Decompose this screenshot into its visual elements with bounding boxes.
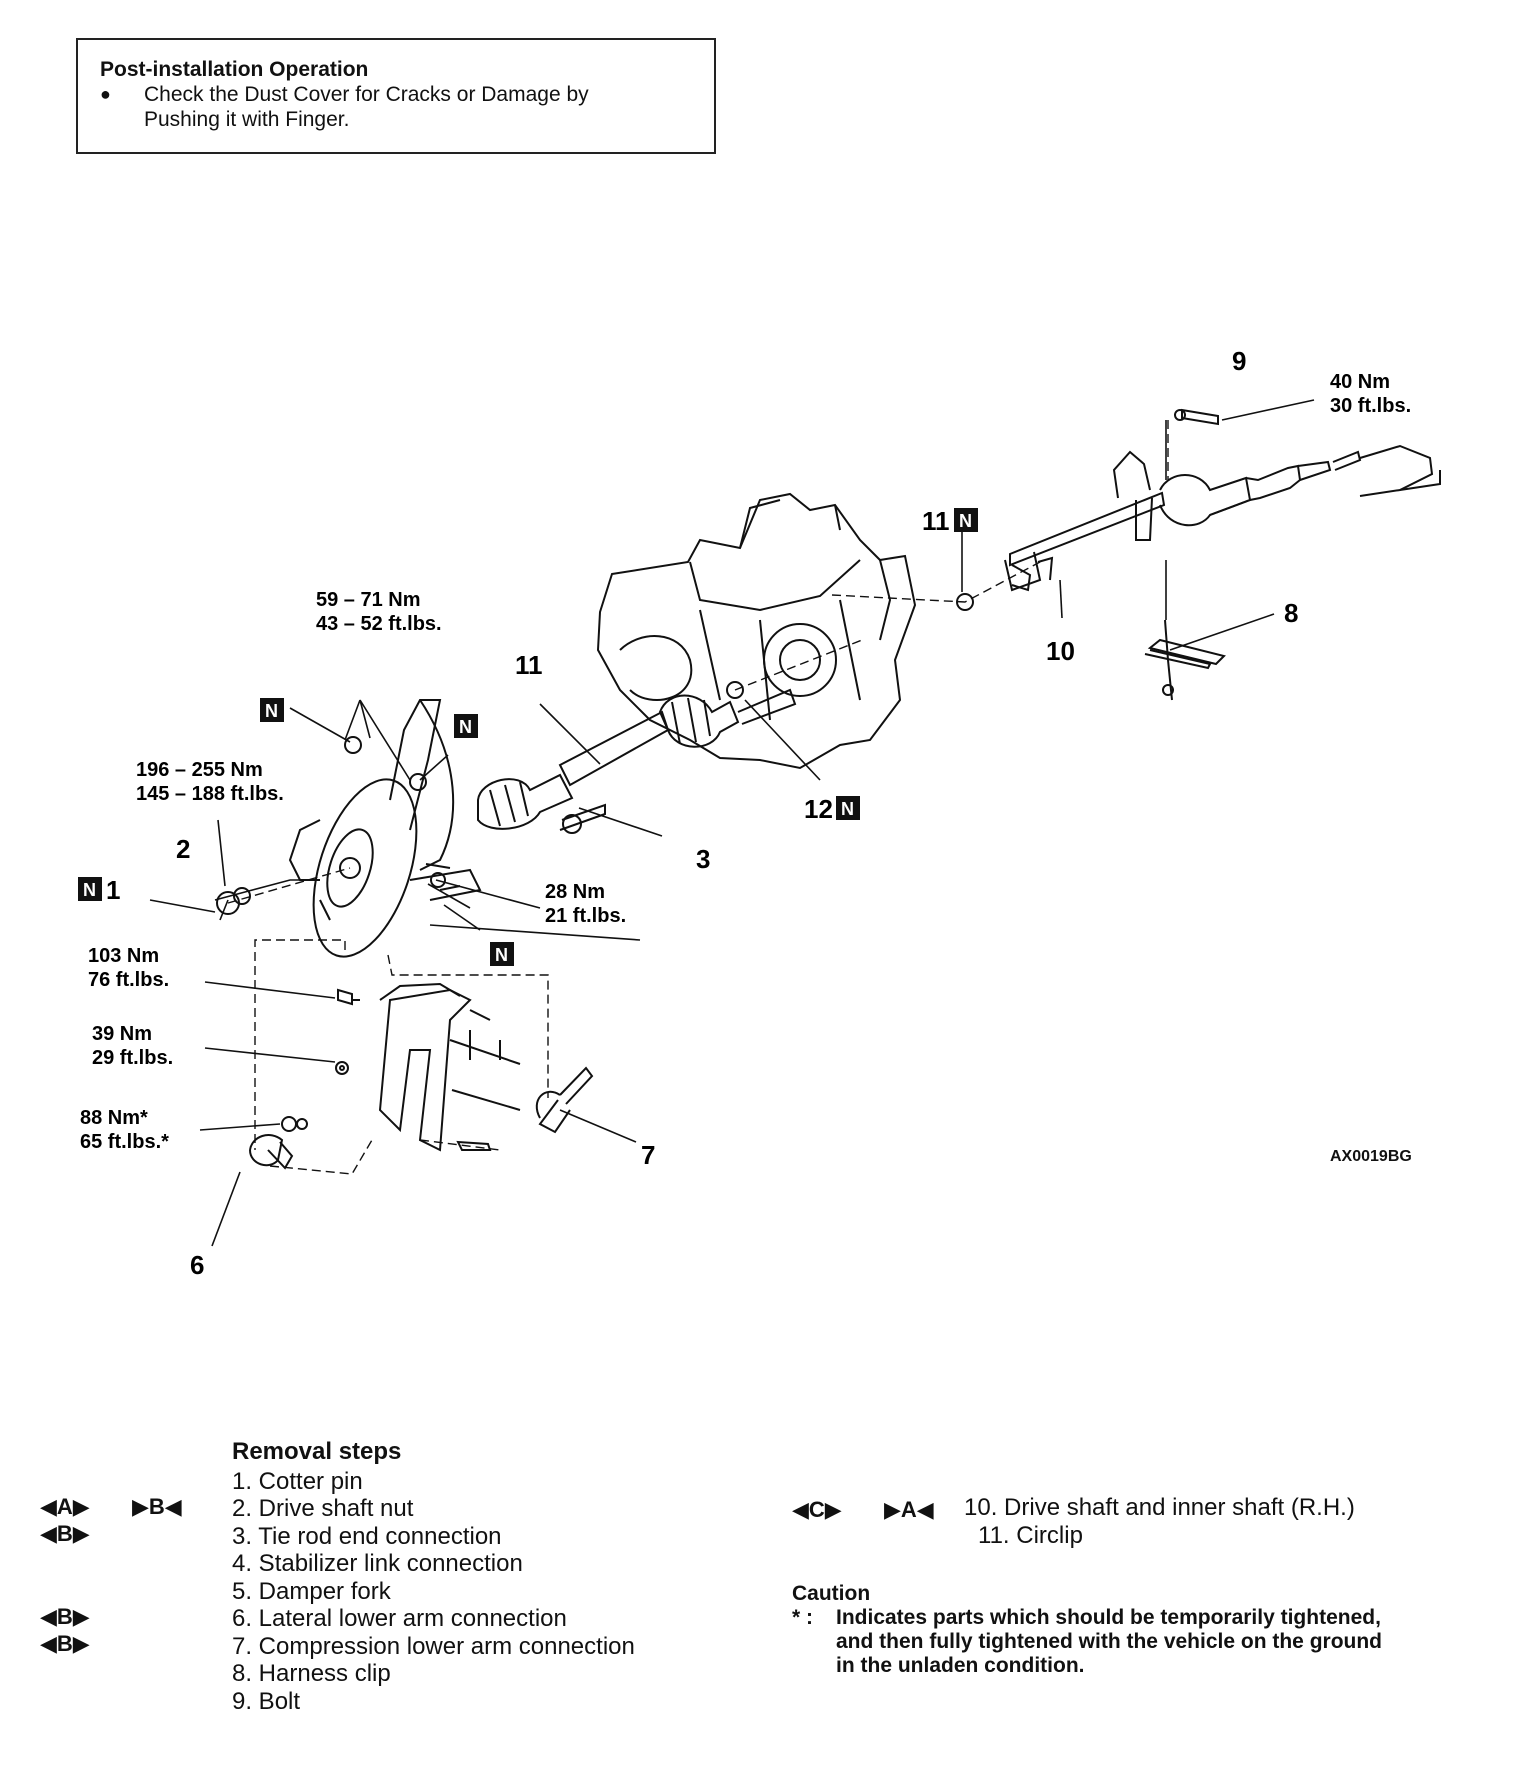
removal-step-1: 1. Cotter pin bbox=[232, 1467, 363, 1495]
drive-shaft-exploded-diagram: 9 10 11 N 11 12 N 8 3 2 N 1 7 6 N N N 40… bbox=[78, 346, 1441, 1280]
removal-step-2: 2. Drive shaft nut bbox=[232, 1495, 414, 1522]
torque-88-nm: 88 Nm* bbox=[80, 1107, 148, 1129]
torque-30-ftlbs: 30 ft.lbs. bbox=[1330, 395, 1411, 417]
torque-43-52-ftlbs: 43 – 52 ft.lbs. bbox=[316, 613, 442, 635]
removal-step-9: 9. Bolt bbox=[232, 1687, 301, 1715]
callout-2: 2 bbox=[176, 834, 190, 864]
removal-steps-heading: Removal steps bbox=[232, 1438, 402, 1465]
svg-text:N: N bbox=[841, 799, 854, 819]
right-drive-shaft bbox=[1009, 491, 1166, 567]
caution-line-1: Indicates parts which should be temporar… bbox=[836, 1606, 1381, 1629]
callout-8: 8 bbox=[1284, 598, 1298, 628]
caution-title: Caution bbox=[792, 1582, 871, 1605]
removal-steps: Removal steps 1. Cotter pin 2. Drive sha… bbox=[232, 1438, 635, 1715]
torque-76-ftlbs: 76 ft.lbs. bbox=[88, 969, 169, 991]
torque-65-ftlbs: 65 ft.lbs.* bbox=[80, 1131, 169, 1153]
svg-text:N: N bbox=[495, 945, 508, 965]
callout-11-circlip: 11 bbox=[922, 506, 950, 536]
removal-step-5: 5. Damper fork bbox=[232, 1577, 391, 1605]
callout-10: 10 bbox=[1046, 636, 1075, 666]
damper-fork bbox=[378, 988, 472, 1152]
service-mark-step10-c: ◀C▶ bbox=[792, 1497, 842, 1522]
torque-40-nm: 40 Nm bbox=[1330, 371, 1390, 393]
torque-28-nm: 28 Nm bbox=[545, 881, 605, 903]
service-mark-step2-b: ▶B◀ bbox=[132, 1494, 182, 1519]
callout-3: 3 bbox=[696, 844, 710, 874]
torque-145-188-ftlbs: 145 – 188 ft.lbs. bbox=[136, 783, 284, 805]
brake-disc bbox=[312, 778, 418, 958]
caution-line-2: and then fully tightened with the vehicl… bbox=[836, 1630, 1382, 1653]
figure-code: AX0019BG bbox=[1330, 1148, 1412, 1165]
left-drive-shaft bbox=[558, 710, 670, 787]
service-mark-step7: ◀B▶ bbox=[40, 1631, 90, 1656]
service-mark-step2-a: ◀A▶ bbox=[40, 1494, 90, 1519]
caution-star: * : bbox=[792, 1606, 813, 1629]
removal-step-8: 8. Harness clip bbox=[232, 1660, 391, 1687]
torque-103-nm: 103 Nm bbox=[88, 945, 159, 967]
badge-n-knuckle-left bbox=[260, 698, 284, 722]
service-mark-step10-a: ▶A◀ bbox=[884, 1497, 934, 1522]
badge-n-1 bbox=[78, 877, 102, 901]
badge-n-12 bbox=[836, 796, 860, 820]
callout-6: 6 bbox=[190, 1250, 204, 1280]
torque-21-ftlbs: 21 ft.lbs. bbox=[545, 905, 626, 927]
transaxle-housing bbox=[596, 492, 917, 770]
callout-11-shaft: 11 bbox=[515, 650, 543, 680]
caution-line-3: in the unladen condition. bbox=[836, 1654, 1085, 1677]
callout-1: 1 bbox=[106, 875, 120, 905]
torque-196-255-nm: 196 – 255 Nm bbox=[136, 759, 263, 781]
post-installation-title: Post-installation Operation bbox=[100, 58, 369, 81]
removal-steps-right: 10. Drive shaft and inner shaft (R.H.) 1… bbox=[964, 1494, 1355, 1549]
callout-7: 7 bbox=[641, 1140, 655, 1170]
removal-step-11: 11. Circlip bbox=[978, 1521, 1083, 1549]
post-installation-box: Post-installation Operation ● Check the … bbox=[76, 38, 716, 154]
post-installation-line-2: Pushing it with Finger. bbox=[144, 108, 350, 131]
torque-29-ftlbs: 29 ft.lbs. bbox=[92, 1047, 173, 1069]
callout-9: 9 bbox=[1232, 346, 1246, 376]
removal-step-3: 3. Tie rod end connection bbox=[232, 1522, 502, 1550]
removal-step-10: 10. Drive shaft and inner shaft (R.H.) bbox=[964, 1494, 1355, 1521]
badge-n-11 bbox=[954, 508, 978, 532]
badge-n-knuckle-right bbox=[454, 714, 478, 738]
callout-12: 12 bbox=[804, 794, 833, 824]
torque-59-71-nm: 59 – 71 Nm bbox=[316, 589, 421, 611]
removal-step-4: 4. Stabilizer link connection bbox=[232, 1550, 523, 1577]
svg-text:N: N bbox=[459, 717, 472, 737]
removal-step-6: 6. Lateral lower arm connection bbox=[232, 1605, 567, 1632]
post-installation-line-1: Check the Dust Cover for Cracks or Damag… bbox=[144, 83, 589, 106]
service-mark-step6: ◀B▶ bbox=[40, 1604, 90, 1629]
removal-step-7: 7. Compression lower arm connection bbox=[232, 1632, 635, 1660]
bullet-icon: ● bbox=[100, 84, 111, 104]
torque-39-nm: 39 Nm bbox=[92, 1023, 152, 1045]
svg-text:N: N bbox=[83, 880, 96, 900]
badge-n-cotter bbox=[490, 942, 514, 966]
svg-text:N: N bbox=[959, 511, 972, 531]
service-mark-step3: ◀B▶ bbox=[40, 1521, 90, 1546]
svg-text:N: N bbox=[265, 701, 278, 721]
caution-note: Caution * : Indicates parts which should… bbox=[792, 1582, 1382, 1678]
